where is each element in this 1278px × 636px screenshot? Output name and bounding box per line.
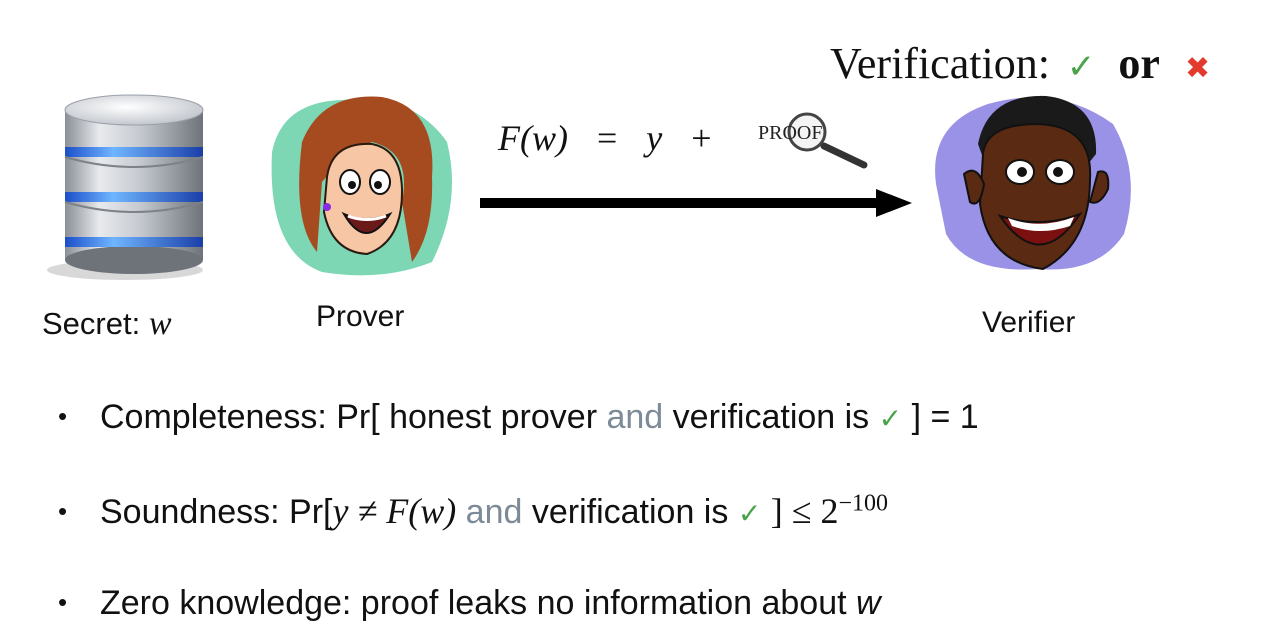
completeness-and: and (606, 398, 664, 436)
bullet-dot: • (58, 496, 68, 526)
verification-heading: Verification: ✓ or ✖ (830, 38, 1210, 89)
soundness-tail: ] ≤ 2 (770, 491, 839, 531)
bullet-dot: • (58, 587, 68, 617)
zk-text: Zero knowledge: proof leaks no informati… (100, 584, 847, 622)
magnifying-glass-proof-icon: PROOF (758, 112, 868, 169)
equation-equals: = (596, 118, 618, 158)
secret-variable: w (148, 305, 172, 342)
verification-label: Verification: (830, 39, 1050, 88)
zk-variable: w (856, 584, 881, 622)
prover-caption: Prover (316, 300, 405, 333)
completeness-lead: Completeness: Pr[ honest prover (100, 398, 598, 436)
bullet-zero-knowledge: • Zero knowledge: proof leaks no informat… (58, 584, 881, 623)
verifier-man-illustration (935, 95, 1131, 271)
completeness-tail: ] = 1 (911, 398, 979, 436)
equation-y: y (646, 118, 663, 158)
database-icon (47, 94, 204, 280)
equation-plus: + (691, 118, 712, 158)
equation-lhs: F(w) (498, 118, 568, 158)
secret-label: Secret: (42, 306, 141, 341)
soundness-mid: verification is (531, 493, 729, 531)
check-icon: ✓ (737, 497, 762, 530)
cross-icon: ✖ (1184, 51, 1211, 86)
soundness-and: and (465, 493, 523, 531)
bullet-completeness: • Completeness: Pr[ honest prover and ver… (58, 398, 979, 437)
check-icon: ✓ (1066, 47, 1096, 87)
verifier-caption: Verifier (982, 306, 1076, 339)
soundness-exponent: −100 (838, 490, 889, 517)
arrow-right-icon (480, 189, 912, 217)
completeness-mid: verification is (672, 398, 870, 436)
secret-caption: Secret: w (42, 305, 172, 343)
bullet-dot: • (58, 401, 68, 431)
proof-label: PROOF (758, 122, 822, 144)
soundness-lead: Soundness: Pr[ (100, 493, 333, 531)
equation: F(w) = y + (498, 117, 712, 159)
soundness-math: y ≠ F(w) (332, 491, 457, 531)
check-icon: ✓ (878, 402, 903, 435)
bullet-soundness: • Soundness: Pr[y ≠ F(w) and verification… (58, 490, 888, 532)
prover-woman-illustration (271, 96, 452, 276)
or-label: or (1118, 39, 1160, 88)
